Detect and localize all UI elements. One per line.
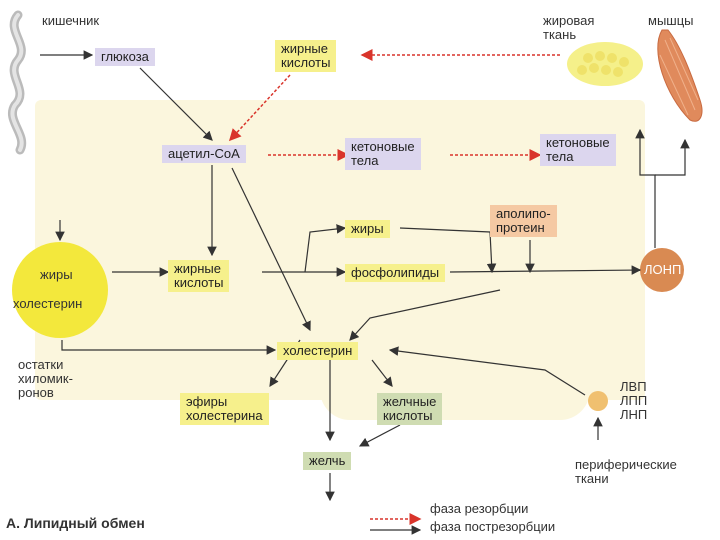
lipoprotein-ball xyxy=(588,391,608,411)
acetyl-coa-box: ацетил-СоА xyxy=(162,145,246,163)
chylomicron-ball xyxy=(12,242,108,338)
adipose-tissue-shape xyxy=(567,42,643,86)
cholesterol-esters-box: эфиры холестерина xyxy=(180,393,269,425)
ketone-bodies-liver-box: кетоновые тела xyxy=(345,138,421,170)
ketone-bodies-out-box: кетоновые тела xyxy=(540,134,616,166)
figure-caption: А. Липидный обмен xyxy=(6,515,145,531)
muscles-label: мышцы xyxy=(648,13,694,28)
bile-box: желчь xyxy=(303,452,352,470)
adipose-label: жировая ткань xyxy=(543,13,595,42)
lipoproteins-label: ЛВП ЛПП ЛНП xyxy=(620,379,648,422)
phospholipids-box: фосфолипиды xyxy=(345,264,446,282)
vldl-ball xyxy=(640,248,684,292)
liver-region-lower xyxy=(320,300,590,420)
peripheral-tissues-label: периферические ткани xyxy=(575,457,677,486)
legend-resorption: фаза резорбции xyxy=(430,501,529,516)
fats-chylo-label: жиры xyxy=(40,267,73,282)
cholesterol-chylo-label: холестерин xyxy=(13,296,83,311)
cholesterol-liver-box: холестерин xyxy=(277,342,359,360)
apolipoprotein-box: аполипо- протеин xyxy=(490,205,557,237)
glucose-box: глюкоза xyxy=(95,48,155,66)
chylomicron-remnants-label: остатки хиломик- ронов xyxy=(18,357,73,400)
vldl-label: ЛОНП xyxy=(644,262,682,277)
fats-liver-box: жиры xyxy=(345,220,390,238)
intestine-label: кишечник xyxy=(42,13,100,28)
bile-acids-box: желчные кислоты xyxy=(377,393,443,425)
fatty-acids-top-box: жирные кислоты xyxy=(275,40,337,72)
legend-postresorption: фаза пострезорбции xyxy=(430,519,556,534)
fatty-acids-mid-box: жирные кислоты xyxy=(168,260,230,292)
